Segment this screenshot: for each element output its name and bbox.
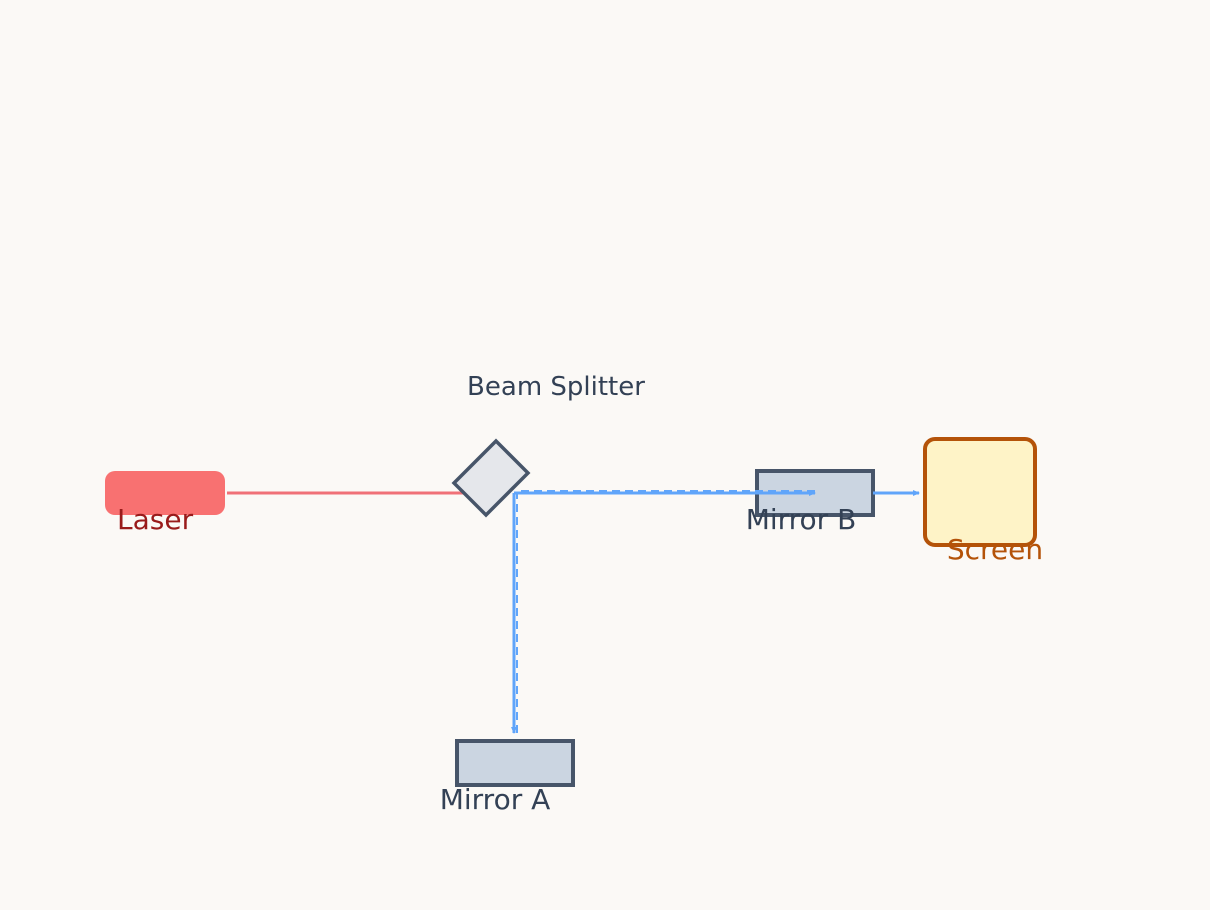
screen-label: Screen	[947, 533, 1043, 566]
beam-splitter-label: Beam Splitter	[467, 372, 645, 402]
laser-source	[105, 471, 225, 515]
laser-label: Laser	[117, 503, 194, 536]
mirror-a	[455, 739, 575, 787]
beam-splitter	[451, 438, 531, 518]
mirror-b-label: Mirror B	[746, 503, 857, 536]
screen	[923, 437, 1037, 547]
mirror-a-label: Mirror A	[440, 783, 551, 816]
